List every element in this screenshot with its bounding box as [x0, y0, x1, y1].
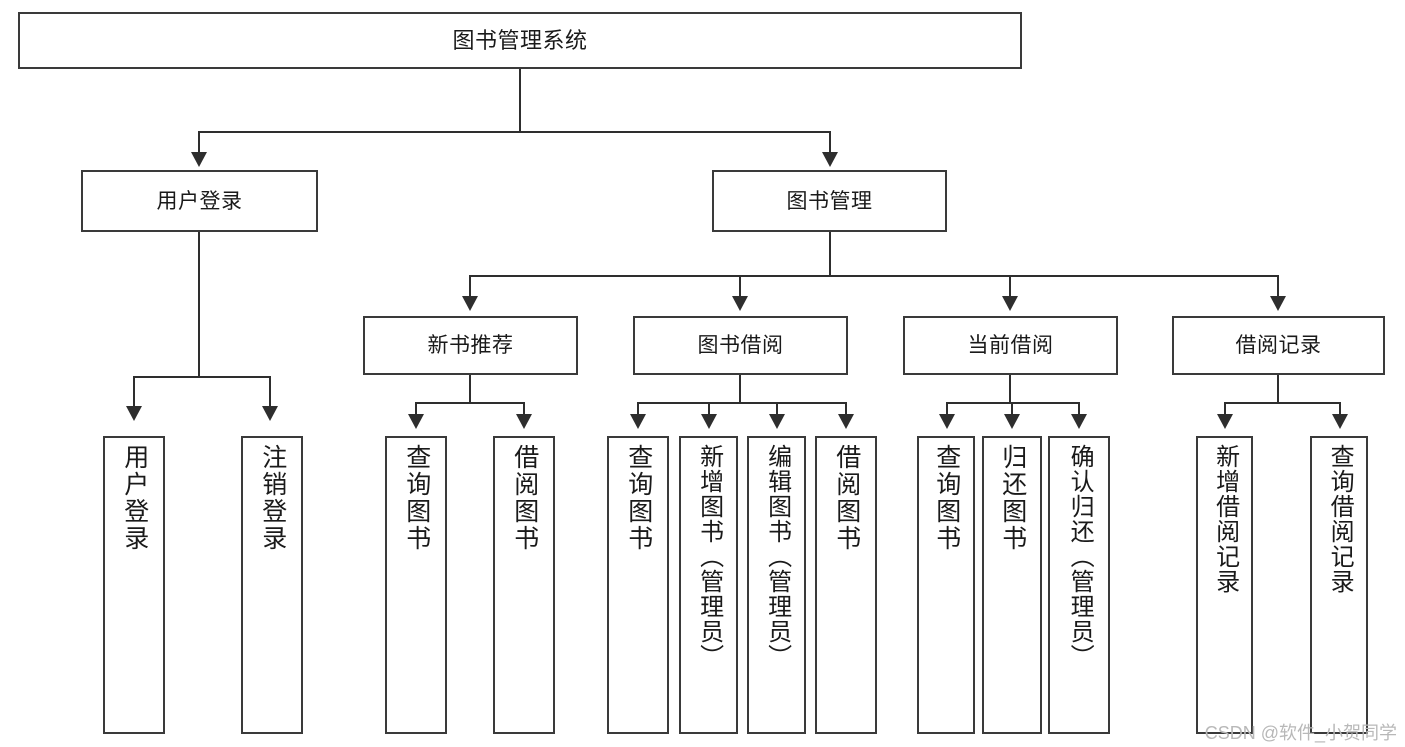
leaf-cb-confirm-return-admin[interactable]: 确认归还（管理员） [1048, 436, 1110, 734]
node-label: 当前借阅 [967, 334, 1054, 357]
connector-nbr-to-leaf-2 [523, 402, 525, 417]
arrowhead-br-leaf-1 [1217, 414, 1233, 429]
connector-cb-to-leaf-2 [1011, 402, 1013, 417]
connector-root-to-book-manage [829, 131, 831, 155]
leaf-br-query-record[interactable]: 查询借阅记录 [1310, 436, 1368, 734]
node-label: 用户登录 [120, 444, 149, 552]
node-label: 图书管理系统 [452, 27, 588, 53]
leaf-cb-return-book[interactable]: 归还图书 [982, 436, 1042, 734]
arrowhead-bb-leaf-3 [769, 414, 785, 429]
arrowhead-current-borrow [1002, 296, 1018, 311]
connector-root-stem [519, 69, 521, 132]
connector-book-manage-stem [829, 232, 831, 276]
node-borrow-record[interactable]: 借阅记录 [1172, 316, 1385, 375]
leaf-bb-borrow-book[interactable]: 借阅图书 [815, 436, 877, 734]
leaf-bb-edit-book-admin[interactable]: 编辑图书（管理员） [747, 436, 806, 734]
connector-bm-to-borrow-record [1277, 275, 1279, 299]
connector-bm-to-current-borrow [1009, 275, 1011, 299]
leaf-bb-add-book-admin[interactable]: 新增图书（管理员） [679, 436, 738, 734]
connector-bb-to-leaf-4 [845, 402, 847, 417]
node-new-book-recommend[interactable]: 新书推荐 [363, 316, 578, 375]
watermark-text: CSDN @软件_小贺同学 [1204, 723, 1397, 743]
connector-br-to-leaf-1 [1224, 402, 1226, 417]
connector-nbr-to-leaf-1 [415, 402, 417, 417]
connector-bb-stem [739, 375, 741, 403]
arrowhead-bb-leaf-1 [630, 414, 646, 429]
node-label: 图书借阅 [697, 334, 784, 357]
connector-user-login-stem [198, 232, 200, 377]
node-label: 新增图书（管理员） [695, 444, 723, 669]
connector-br-to-leaf-2 [1339, 402, 1341, 417]
connector-cb-to-leaf-1 [946, 402, 948, 417]
connector-cb-stem [1009, 375, 1011, 403]
arrowhead-user-login [191, 152, 207, 167]
arrowhead-br-leaf-2 [1332, 414, 1348, 429]
connector-user-login-bus [133, 376, 269, 378]
leaf-nbr-borrow-book[interactable]: 借阅图书 [493, 436, 555, 734]
arrowhead-nbr-leaf-2 [516, 414, 532, 429]
node-label: 借阅图书 [510, 444, 539, 552]
node-label: 借阅记录 [1235, 334, 1322, 357]
leaf-bb-query-book[interactable]: 查询图书 [607, 436, 669, 734]
arrowhead-cb-leaf-2 [1004, 414, 1020, 429]
arrowhead-user-login-leaf-2 [262, 406, 278, 421]
arrowhead-book-borrow [732, 296, 748, 311]
connector-bm-to-book-borrow [739, 275, 741, 299]
leaf-nbr-query-book[interactable]: 查询图书 [385, 436, 447, 734]
node-label: 注销登录 [258, 444, 287, 552]
connector-nbr-stem [469, 375, 471, 403]
leaf-user-login-login[interactable]: 用户登录 [103, 436, 165, 734]
node-label: 新书推荐 [427, 334, 514, 357]
leaf-br-add-record[interactable]: 新增借阅记录 [1196, 436, 1253, 734]
node-label: 编辑图书（管理员） [763, 444, 791, 669]
connector-br-stem [1277, 375, 1279, 403]
node-label: 确认归还（管理员） [1066, 444, 1094, 669]
node-current-borrow[interactable]: 当前借阅 [903, 316, 1118, 375]
connector-book-manage-bus [469, 275, 1279, 277]
node-root-library-system[interactable]: 图书管理系统 [18, 12, 1022, 69]
connector-nbr-bus [415, 402, 524, 404]
connector-cb-to-leaf-3 [1078, 402, 1080, 417]
connector-user-login-to-leaf-2 [269, 376, 271, 409]
node-label: 查询借阅记录 [1326, 444, 1354, 594]
leaf-cb-query-book[interactable]: 查询图书 [917, 436, 975, 734]
node-label: 查询图书 [932, 444, 961, 552]
arrowhead-nbr-leaf-1 [408, 414, 424, 429]
node-label: 用户登录 [156, 189, 243, 213]
node-book-management[interactable]: 图书管理 [712, 170, 947, 232]
node-label: 查询图书 [624, 444, 653, 552]
connector-root-to-user-login [198, 131, 200, 155]
arrowhead-cb-leaf-1 [939, 414, 955, 429]
node-label: 查询图书 [402, 444, 431, 552]
arrowhead-cb-leaf-3 [1071, 414, 1087, 429]
arrowhead-bb-leaf-2 [701, 414, 717, 429]
node-book-borrow[interactable]: 图书借阅 [633, 316, 848, 375]
connector-bb-bus [637, 402, 845, 404]
connector-bb-to-leaf-3 [776, 402, 778, 417]
connector-bb-to-leaf-1 [637, 402, 639, 417]
leaf-user-login-logout[interactable]: 注销登录 [241, 436, 303, 734]
arrowhead-user-login-leaf-1 [126, 406, 142, 421]
node-label: 图书管理 [786, 189, 873, 213]
connector-user-login-to-leaf-1 [133, 376, 135, 409]
arrowhead-borrow-record [1270, 296, 1286, 311]
connector-br-bus [1224, 402, 1341, 404]
connector-root-bus [198, 131, 831, 133]
node-label: 新增借阅记录 [1211, 444, 1239, 594]
arrowhead-book-manage [822, 152, 838, 167]
arrowhead-new-book-recommend [462, 296, 478, 311]
connector-bm-to-new-book [469, 275, 471, 299]
node-label: 归还图书 [998, 444, 1027, 552]
node-label: 借阅图书 [832, 444, 861, 552]
connector-bb-to-leaf-2 [708, 402, 710, 417]
arrowhead-bb-leaf-4 [838, 414, 854, 429]
node-user-login[interactable]: 用户登录 [81, 170, 318, 232]
